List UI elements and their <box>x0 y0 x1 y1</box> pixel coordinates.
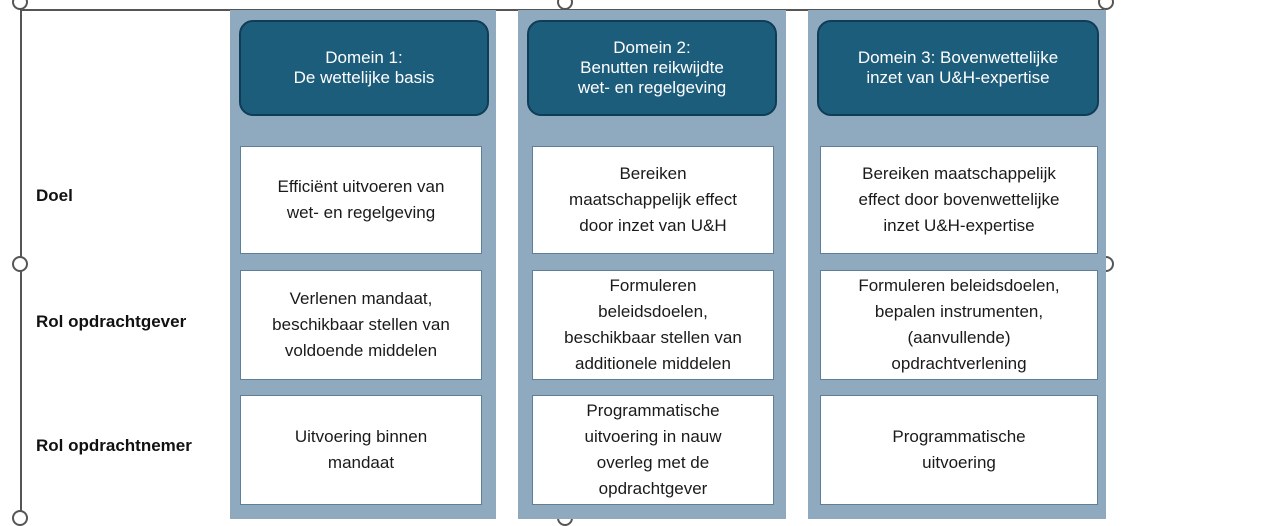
domain-3-opdrachtnemer-cell: Programmatische uitvoering <box>820 395 1098 505</box>
cell-text-line: Verlenen mandaat, <box>289 289 433 308</box>
domain-2-title-line: wet- en regelgeving <box>577 78 727 97</box>
cell-text-line: inzet U&H-expertise <box>883 216 1035 235</box>
domain-1-title-line: De wettelijke basis <box>293 68 435 87</box>
cell-text-line: Bereiken maatschappelijk <box>862 164 1056 183</box>
resize-handle-middle-left[interactable] <box>12 256 28 272</box>
cell-text-line: mandaat <box>327 453 395 472</box>
cell-text-line: opdrachtverlening <box>891 354 1027 373</box>
row-label-opdrachtgever: Rol opdrachtgever <box>36 312 187 331</box>
cell-text-line: Uitvoering binnen <box>294 427 428 446</box>
domain-3-doel-cell: Bereiken maatschappelijk effect door bov… <box>820 146 1098 254</box>
resize-handle-bottom-left[interactable] <box>12 510 28 526</box>
domain-1-doel-cell: Efficiënt uitvoeren van wet- en regelgev… <box>240 146 482 254</box>
domain-2-title-line: Benutten reikwijdte <box>580 58 724 77</box>
domain-2-title-line: Domein 2: <box>613 38 691 57</box>
cell-text-line: wet- en regelgeving <box>286 203 436 222</box>
cell-text-line: additionele middelen <box>575 354 731 373</box>
domain-2-header: Domein 2: Benutten reikwijdte wet- en re… <box>527 20 777 116</box>
resize-handle-top-center[interactable] <box>557 0 573 10</box>
cell-text-line: uitvoering in nauw <box>584 427 722 446</box>
domain-3-opdrachtgever-cell: Formuleren beleidsdoelen, bepalen instru… <box>820 270 1098 380</box>
cell-text-line: Formuleren beleidsdoelen, <box>858 276 1060 295</box>
row-label-opdrachtnemer: Rol opdrachtnemer <box>36 436 192 455</box>
domain-2-opdrachtgever-cell: Formuleren beleidsdoelen, beschikbaar st… <box>532 270 774 380</box>
cell-text-line: maatschappelijk effect <box>569 190 737 209</box>
cell-text-line: overleg met de <box>596 453 710 472</box>
cell-text-line: uitvoering <box>922 453 996 472</box>
domain-3-title-line: Domein 3: Bovenwettelijke <box>857 48 1059 67</box>
cell-text-line: effect door bovenwettelijke <box>858 190 1060 209</box>
cell-text-line: (aanvullende) <box>907 328 1011 347</box>
domain-2-doel-cell: Bereiken maatschappelijk effect door inz… <box>532 146 774 254</box>
cell-text-line: Bereiken <box>619 164 687 183</box>
domain-1-opdrachtnemer-cell: Uitvoering binnen mandaat <box>240 395 482 505</box>
cell-text-line: Programmatische <box>892 427 1026 446</box>
cell-text-line: opdrachtgever <box>598 479 708 498</box>
row-label-doel: Doel <box>36 186 73 205</box>
cell-text-line: Programmatische <box>586 401 720 420</box>
cell-text-line: Formuleren <box>609 276 697 295</box>
cell-text-line: door inzet van U&H <box>579 216 727 235</box>
domain-2-opdrachtnemer-cell: Programmatische uitvoering in nauw overl… <box>532 395 774 505</box>
domain-1-opdrachtgever-cell: Verlenen mandaat, beschikbaar stellen va… <box>240 270 482 380</box>
cell-text-line: Efficiënt uitvoeren van <box>277 177 445 196</box>
domain-1-header: Domein 1: De wettelijke basis <box>239 20 489 116</box>
cell-text-line: bepalen instrumenten, <box>874 302 1044 321</box>
cell-text-line: beleidsdoelen, <box>598 302 708 321</box>
cell-text-line: voldoende middelen <box>284 341 438 360</box>
cell-text-line: beschikbaar stellen van <box>564 328 742 347</box>
domain-1-title-line: Domein 1: <box>325 48 403 67</box>
domain-3-header: Domein 3: Bovenwettelijke inzet van U&H-… <box>817 20 1099 116</box>
resize-handle-top-left[interactable] <box>12 0 28 10</box>
domain-3-title-line: inzet van U&H-expertise <box>866 68 1050 87</box>
resize-handle-top-right[interactable] <box>1098 0 1114 10</box>
cell-text-line: beschikbaar stellen van <box>272 315 450 334</box>
